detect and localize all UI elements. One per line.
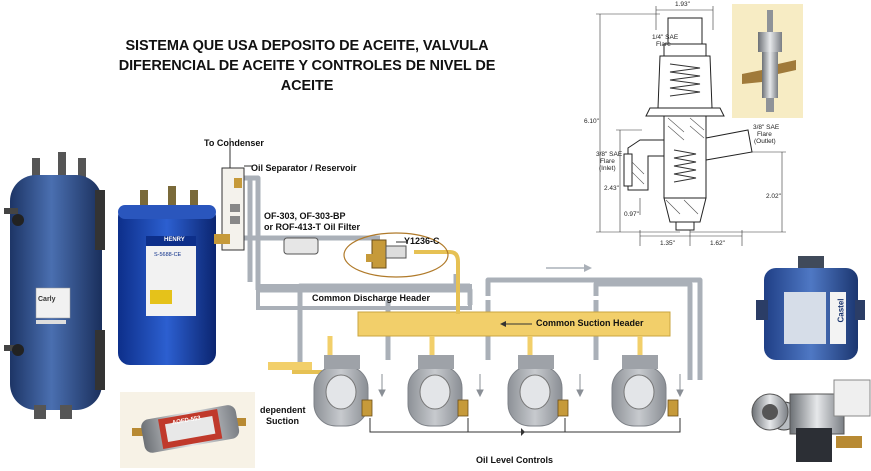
dim-right-fitting: 3/8" SAE [753,124,780,131]
dim-right-height: 2.02" [766,193,781,200]
castel-reservoir-photo [756,256,865,360]
oil-filter-photo [120,392,255,468]
dim-bottom-right: 1.62" [710,240,725,247]
discharge-header-label: Common Discharge Header [312,293,431,303]
dim-top-fitting: 1/4" SAE [652,34,679,41]
dependent-suction-label-line-2: Suction [266,416,299,426]
oil-filter-label-line-2: or ROF-413-T Oil Filter [264,222,361,232]
dim-bottom-offset: 0.97" [624,211,639,218]
dim-top-width: 1.93" [675,1,690,8]
oil-filter-label-line-1: OF-303, OF-303-BP [264,211,346,221]
carly-oil-reservoir-photo [4,152,105,419]
refrigeration-schematic [214,138,703,436]
henry-oil-reservoir-photo [118,186,216,365]
compressors [313,355,667,427]
valve-cross-section-drawing [596,6,786,246]
valve-model-label: Y1236-C [404,236,440,246]
carly-brand-text: Carly [38,296,56,303]
title-line-1: SISTEMA QUE USA DEPOSITO DE ACEITE, VALV… [125,38,489,54]
dim-left-height: 2.43" [604,185,619,192]
castel-brand-text: Castel [836,298,846,323]
to-condenser-label: To Condenser [204,138,264,148]
dim-right-fitting-3: (Outlet) [754,138,776,145]
dim-left-fitting-3: (Inlet) [599,165,616,172]
oil-separator-label: Oil Separator / Reservoir [251,163,357,173]
diagram-title: SISTEMA QUE USA DEPOSITO DE ACEITE, VALV… [92,36,522,96]
dim-bottom-left: 1.35" [660,240,675,247]
valve-photo [732,4,803,118]
title-line-2: DIFERENCIAL DE ACEITE Y CONTROLES DE NIV… [118,58,496,94]
oil-level-control-photo [751,379,871,462]
dependent-suction-label-line-1: dependent [260,405,306,415]
dim-right-fitting-2: Flare [757,131,772,138]
dim-height: 6.10" [584,118,599,125]
suction-header-label: Common Suction Header [536,318,644,328]
henry-model-text: S-5688-CE [154,252,182,258]
oil-level-controls-label: Oil Level Controls [476,455,554,465]
dim-left-fitting-2: Flare [600,158,615,165]
dim-left-fitting: 3/8" SAE [596,151,623,158]
dim-top-fitting-2: Flare [656,41,671,48]
henry-brand-text: HENRY [164,237,185,243]
